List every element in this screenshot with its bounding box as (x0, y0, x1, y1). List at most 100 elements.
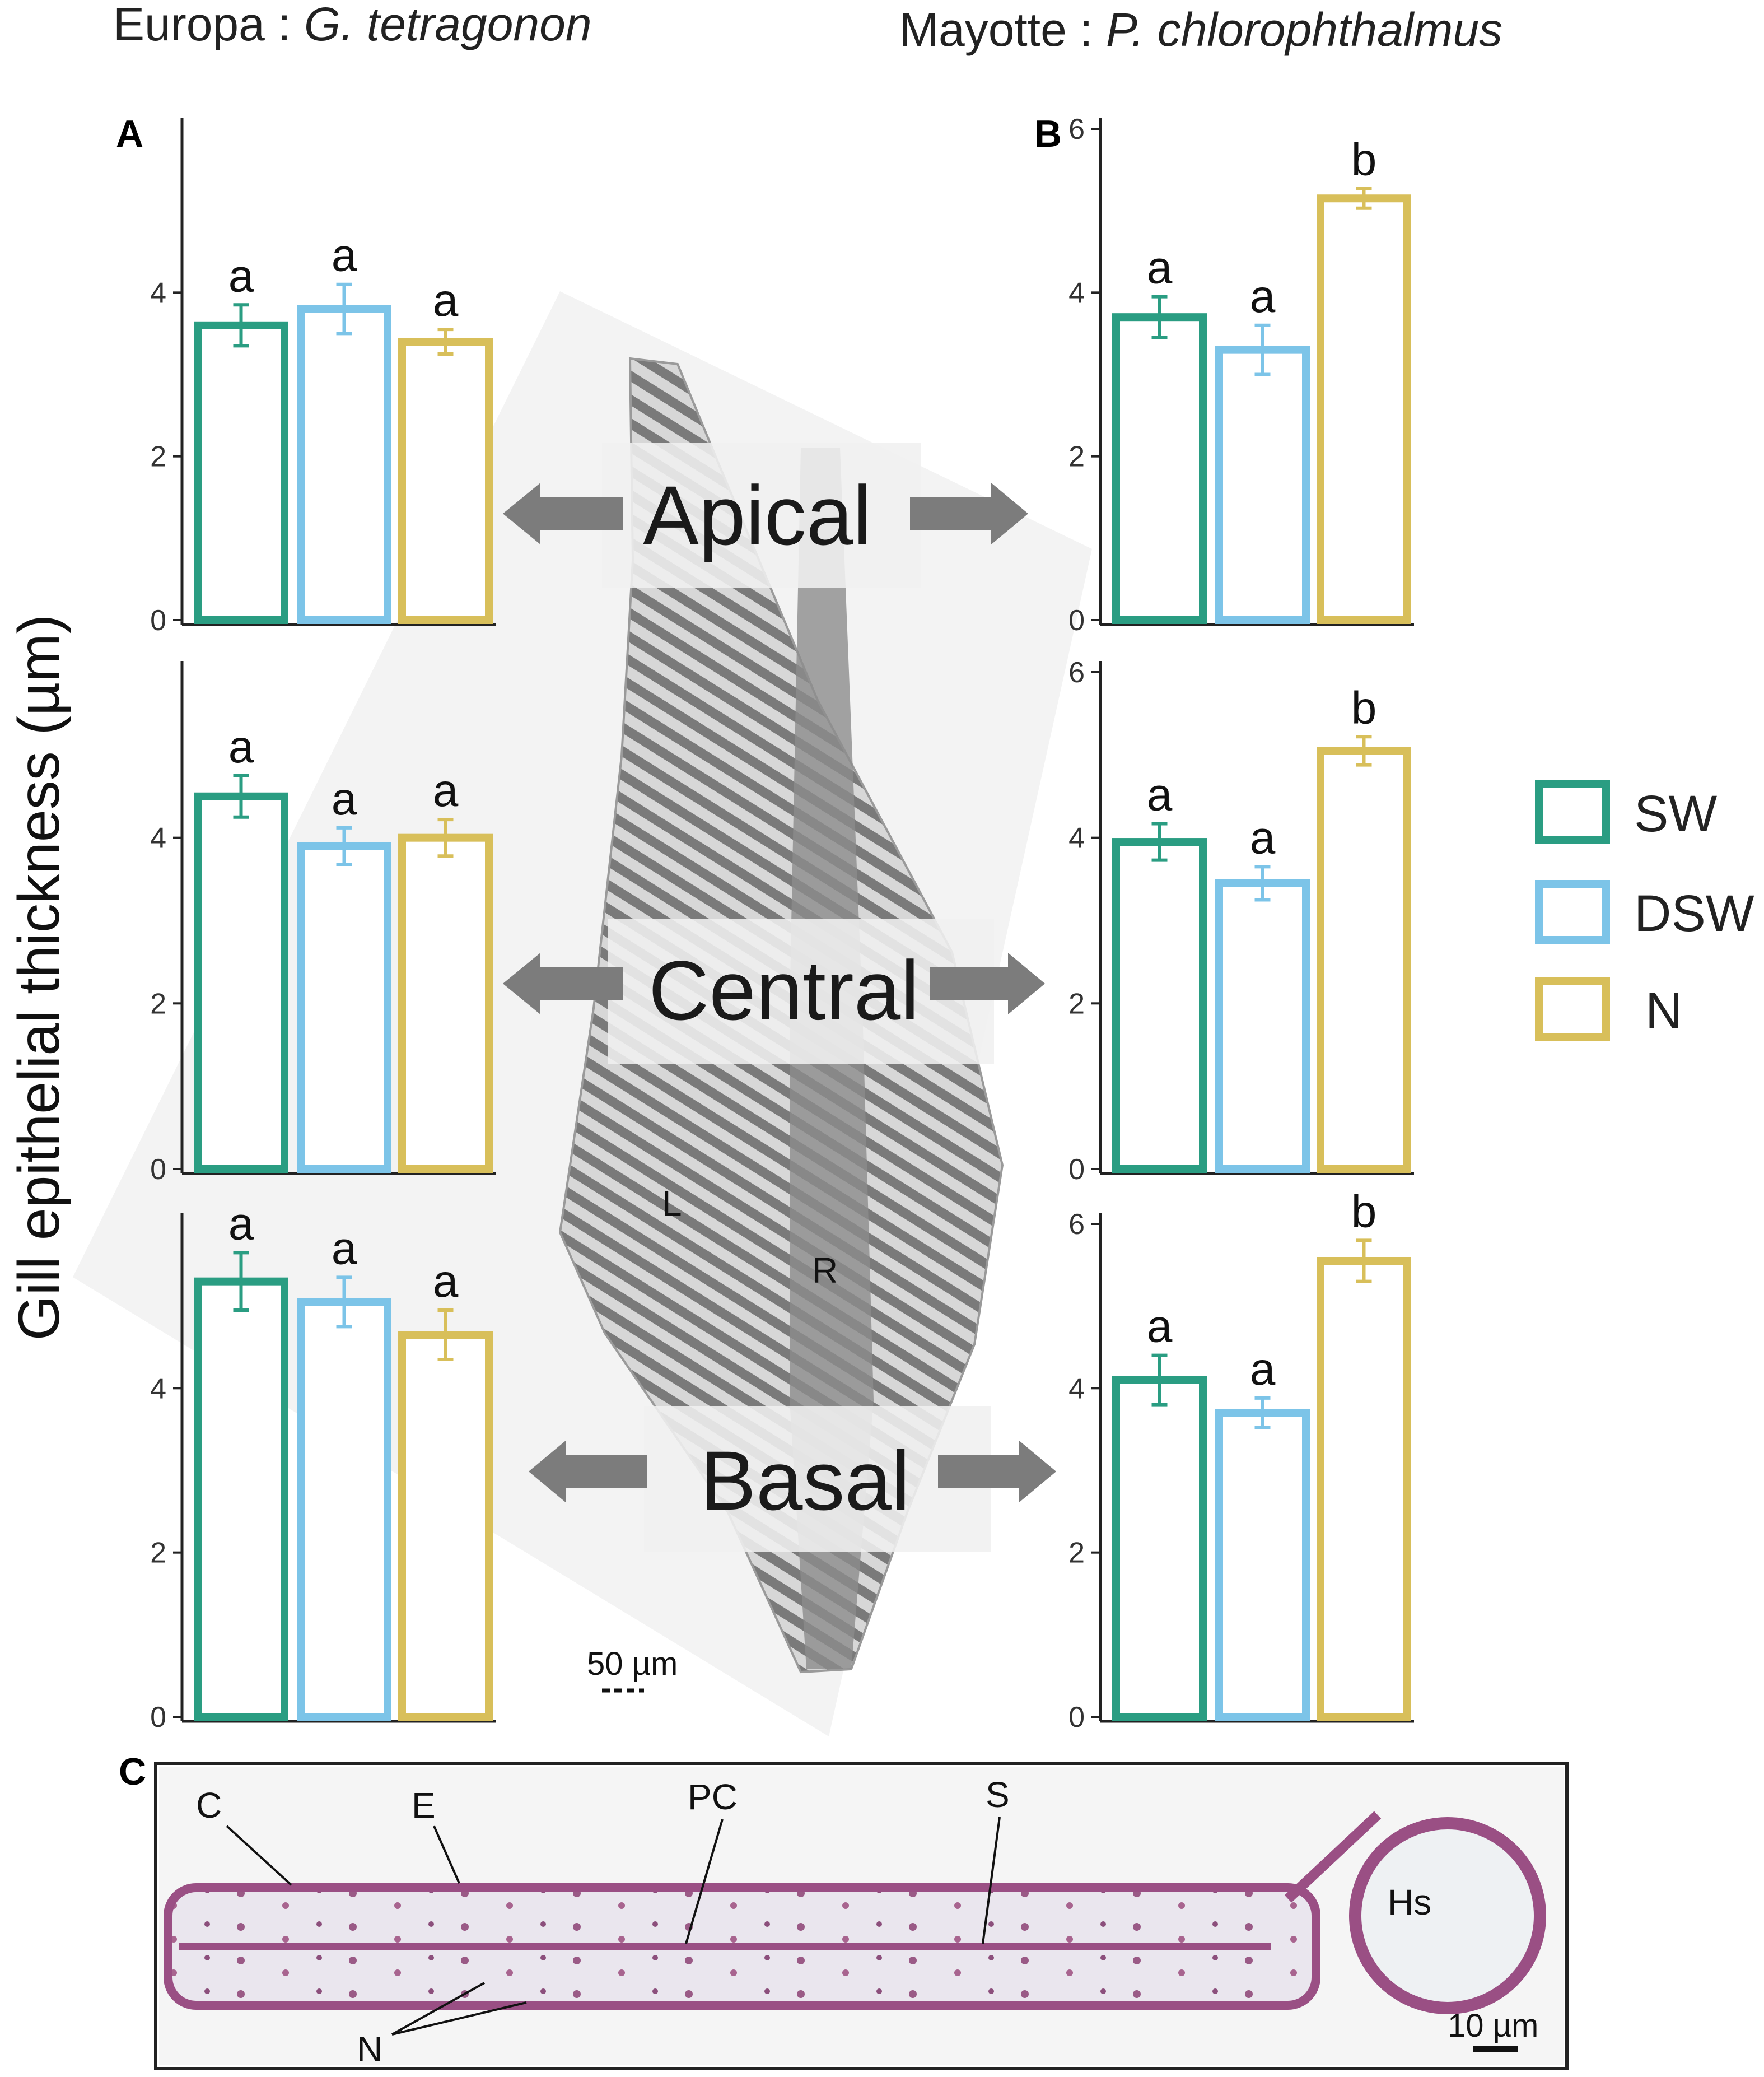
significance-letter-sw: a (228, 721, 254, 772)
legend-swatch-sw (1535, 780, 1610, 844)
histology-pointer-pc (685, 1819, 724, 1944)
basal-arrow-left (529, 1441, 647, 1502)
central-arrow-left (503, 953, 623, 1014)
bar-n (398, 338, 493, 624)
left-title-site: Europa : (113, 0, 304, 50)
legend-label-dsw: DSW (1634, 885, 1754, 942)
legend-swatch-n (1535, 977, 1610, 1041)
bar-dsw (297, 305, 391, 624)
bar-n (1317, 1257, 1411, 1721)
bar-sw (194, 321, 288, 624)
rod-label: R (812, 1250, 838, 1291)
histology-panel: C C E PC S Hs N 10 µm (119, 1750, 1569, 2070)
left-title: Europa : G. tetragonon (113, 0, 592, 50)
significance-letter-dsw: a (332, 1223, 357, 1274)
micrograph-scale-text: 50 µm (587, 1646, 678, 1682)
right-title-site: Mayotte : (899, 3, 1106, 56)
histology-scale-text: 10 µm (1448, 2008, 1538, 2044)
significance-letter-sw: a (1147, 1301, 1173, 1352)
y-tick-label: 4 (150, 277, 166, 309)
bar-dsw (297, 842, 391, 1173)
central-arrow-right (930, 953, 1045, 1014)
legend-label-sw: SW (1634, 785, 1717, 842)
significance-letter-n: a (433, 1256, 459, 1307)
significance-letter-sw: a (228, 250, 254, 301)
panel-label-b: B (1034, 113, 1062, 155)
bar-n (1317, 747, 1411, 1173)
bar-sw (194, 792, 288, 1173)
apical-label-box (602, 443, 921, 588)
significance-letter-n: b (1351, 682, 1377, 733)
chart-panel-a-central: 0 2 4 a a a (150, 661, 496, 1186)
y-tick-label: 4 (150, 822, 166, 855)
y-tick-label: 2 (1068, 988, 1085, 1020)
y-tick-label: 2 (150, 988, 166, 1020)
y-tick-label: 0 (1068, 604, 1085, 637)
apical-arrow-left (503, 483, 623, 544)
panel-label-c: C (119, 1750, 146, 1793)
significance-letter-n: a (433, 765, 459, 816)
y-tick-label: 4 (1068, 1372, 1085, 1405)
lamella-tip (1349, 1817, 1546, 2014)
y-tick-label: 2 (150, 441, 166, 473)
significance-letter-sw: a (1147, 770, 1173, 821)
y-tick-label: 0 (1068, 1701, 1085, 1734)
y-tick-label: 0 (150, 1701, 166, 1734)
y-tick-label: 6 (1068, 1208, 1085, 1241)
chart-panel-b-central: 0 2 4 6 a a b (1068, 656, 1414, 1186)
histology-label-pc: PC (688, 1777, 738, 1817)
histology-pointer-n2 (391, 2001, 527, 2036)
region-label-central: Central (648, 943, 920, 1037)
bar-sw (1112, 1376, 1207, 1721)
histology-label-s: S (986, 1775, 1010, 1815)
region-label-apical: Apical (643, 468, 872, 562)
right-title: Mayotte : P. chlorophthalmus (899, 3, 1502, 56)
y-tick-label: 0 (1068, 1153, 1085, 1186)
y-tick-label: 4 (1068, 822, 1085, 855)
bar-sw (1112, 313, 1207, 624)
panel-label-a: A (116, 113, 143, 155)
significance-letter-dsw: a (332, 230, 357, 281)
significance-letter-dsw: a (332, 774, 357, 825)
y-tick-label: 4 (150, 1372, 166, 1405)
basal-arrow-right (938, 1441, 1056, 1502)
y-axis-label: Gill epithelial thickness (µm) (7, 614, 72, 1341)
bar-n (398, 1331, 493, 1721)
y-tick-label: 6 (1068, 113, 1085, 146)
legend: SW DSW N (1535, 780, 1754, 1041)
bar-sw (1112, 838, 1207, 1173)
significance-letter-n: a (433, 275, 459, 326)
bar-sw (194, 1277, 288, 1721)
bar-n (398, 833, 493, 1173)
significance-letter-n: b (1351, 134, 1377, 185)
histology-pointer-c (226, 1825, 292, 1886)
histology-pointer-n1 (391, 1982, 485, 2036)
significance-letter-sw: a (1147, 243, 1173, 294)
legend-swatch-dsw (1535, 880, 1610, 944)
right-title-species: P. chlorophthalmus (1106, 3, 1502, 56)
basal-label-box (644, 1406, 991, 1552)
histology-pointer-e (433, 1825, 460, 1884)
histology-pointer-s (982, 1817, 1001, 1944)
histology-scale-bar (1473, 2046, 1518, 2052)
tip-connector (1284, 1811, 1382, 1903)
significance-letter-dsw: a (1250, 271, 1276, 322)
left-title-species: G. tetragonon (304, 0, 592, 50)
y-tick-label: 0 (150, 1153, 166, 1186)
legend-label-n: N (1645, 982, 1682, 1040)
y-tick-label: 6 (1068, 656, 1085, 689)
significance-letter-dsw: a (1250, 812, 1276, 863)
bar-n (1317, 194, 1411, 625)
significance-letter-dsw: a (1250, 1344, 1276, 1395)
histology-label-e: E (412, 1785, 436, 1825)
y-tick-label: 4 (1068, 277, 1085, 309)
y-tick-label: 2 (1068, 1537, 1085, 1570)
bar-dsw (1215, 1409, 1310, 1721)
bar-dsw (1215, 879, 1310, 1173)
